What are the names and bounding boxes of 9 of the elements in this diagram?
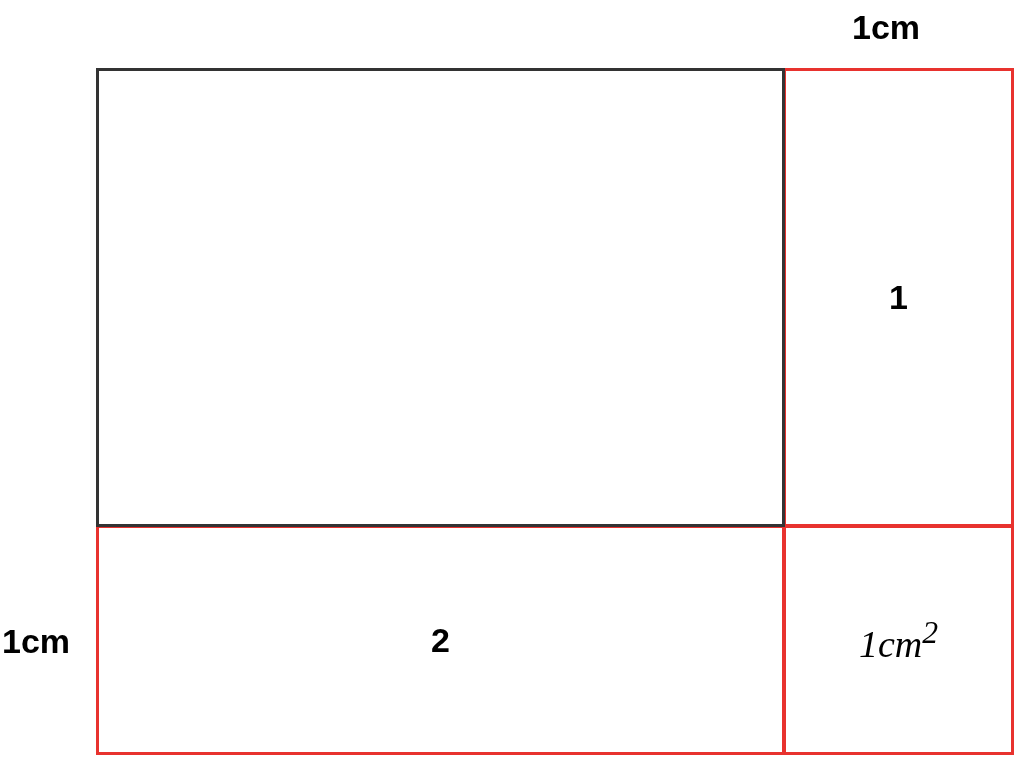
dimension-label: 1cm [852, 8, 921, 47]
dimension-label: 1cm [2, 622, 71, 661]
area-label: 1cm$^{2}$ [858, 614, 939, 666]
rectangle [96, 525, 785, 755]
region-number: 1 [889, 278, 908, 317]
rectangle [96, 68, 785, 527]
square [783, 525, 1014, 755]
region-number: 2 [431, 620, 450, 660]
rectangle [783, 68, 1014, 527]
